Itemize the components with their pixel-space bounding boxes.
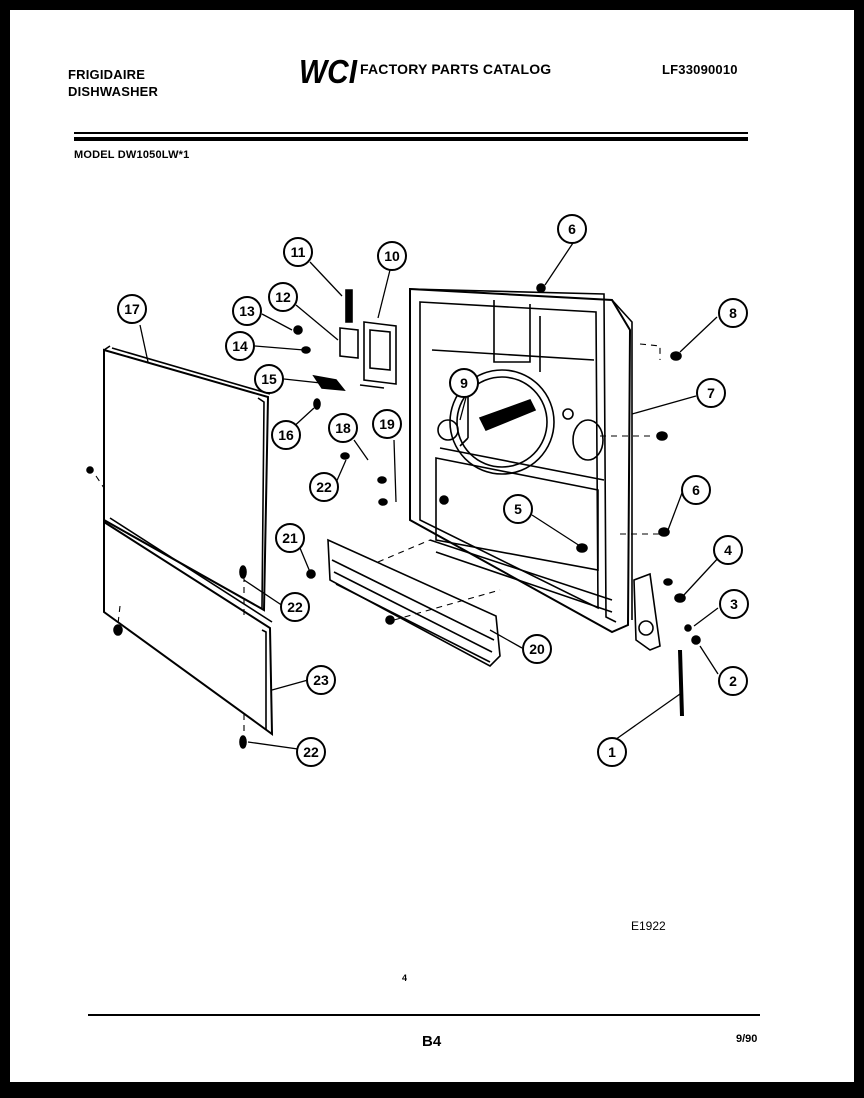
callout-12: 12: [268, 282, 298, 312]
callout-14: 14: [225, 331, 255, 361]
svg-text:21: 21: [282, 530, 298, 546]
svg-text:11: 11: [291, 244, 306, 260]
svg-text:4: 4: [724, 542, 732, 558]
svg-text:23: 23: [313, 672, 329, 688]
callout-2: 2: [718, 666, 748, 696]
logo-text: WCI: [299, 54, 358, 88]
svg-text:17: 17: [124, 301, 140, 317]
callout-10: 10: [377, 241, 407, 271]
product-type: DISHWASHER: [68, 84, 159, 99]
hinge-bracket: [312, 289, 397, 391]
svg-text:10: 10: [384, 248, 400, 264]
leader-lines: [139, 242, 721, 752]
footer-rule: [88, 1014, 760, 1016]
model-label: MODEL DW1050LW*1: [74, 149, 190, 161]
inner-door-panel: [409, 287, 633, 634]
svg-text:7: 7: [707, 385, 715, 401]
diagram-code: E1922: [631, 919, 666, 933]
svg-text:2: 2: [729, 673, 737, 689]
callout-8: 8: [718, 298, 748, 328]
svg-text:9: 9: [460, 375, 468, 391]
door-spring: [633, 572, 684, 717]
callout-1: 1: [597, 737, 627, 767]
svg-text:1: 1: [608, 744, 616, 760]
callout-3: 3: [719, 589, 749, 619]
callout-11: 11: [283, 237, 313, 267]
brand-block: FRIGIDAIRE DISHWASHER: [68, 66, 158, 100]
callout-19: 19: [372, 409, 402, 439]
callout-5: 5: [503, 494, 533, 524]
callout-7: 7: [696, 378, 726, 408]
outer-door-panel: [103, 345, 271, 612]
callout-17: 17: [117, 294, 147, 324]
svg-text:19: 19: [379, 416, 395, 432]
callout-22-upper: 22: [309, 472, 339, 502]
svg-text:22: 22: [303, 744, 319, 760]
svg-text:16: 16: [278, 427, 294, 443]
page-number: B4: [422, 1033, 442, 1050]
callout-18: 18: [328, 413, 358, 443]
bottom-trim: [327, 538, 501, 667]
svg-text:3: 3: [730, 596, 738, 612]
svg-text:15: 15: [261, 371, 277, 387]
header-rule-thin: [74, 132, 748, 134]
svg-text:13: 13: [239, 303, 255, 319]
part-callouts: 1 2 3 4 5 6 6 7 8 9 10 11 12 13 14 15 16…: [117, 214, 749, 767]
svg-text:22: 22: [316, 479, 332, 495]
catalog-sheet: FRIGIDAIRE DISHWASHER WCI FACTORY PARTS …: [10, 10, 854, 1082]
svg-text:14: 14: [232, 338, 248, 354]
callout-15: 15: [254, 364, 284, 394]
assembly-lines: [95, 343, 661, 740]
callout-6-top: 6: [557, 214, 587, 244]
svg-text:5: 5: [514, 501, 522, 517]
callout-23: 23: [306, 665, 336, 695]
header-rule-thick: [74, 137, 748, 141]
wci-logo: WCI: [299, 54, 358, 88]
svg-text:6: 6: [692, 482, 700, 498]
callout-21: 21: [275, 523, 305, 553]
svg-text:6: 6: [568, 221, 576, 237]
fasteners: [86, 283, 701, 749]
callout-16: 16: [271, 420, 301, 450]
svg-text:20: 20: [529, 641, 545, 657]
svg-text:8: 8: [729, 305, 737, 321]
callout-22-middle: 22: [280, 592, 310, 622]
brand-name: FRIGIDAIRE: [68, 67, 146, 82]
callout-22-lower: 22: [296, 737, 326, 767]
callout-20: 20: [522, 634, 552, 664]
svg-text:22: 22: [287, 599, 303, 615]
lower-door-panel: [103, 517, 274, 736]
callout-13: 13: [232, 296, 262, 326]
revision-date: 9/90: [736, 1033, 758, 1045]
callout-9: 9: [449, 368, 479, 398]
svg-text:18: 18: [335, 420, 351, 436]
svg-text:12: 12: [275, 289, 291, 305]
callout-6-right: 6: [681, 475, 711, 505]
exploded-parts-diagram: 1 2 3 4 5 6 6 7 8 9 10 11 12 13 14 15 16…: [86, 214, 749, 767]
catalog-number: LF33090010: [662, 62, 738, 77]
page-mark: 4: [402, 973, 408, 983]
catalog-title: FACTORY PARTS CATALOG: [360, 61, 552, 77]
callout-4: 4: [713, 535, 743, 565]
